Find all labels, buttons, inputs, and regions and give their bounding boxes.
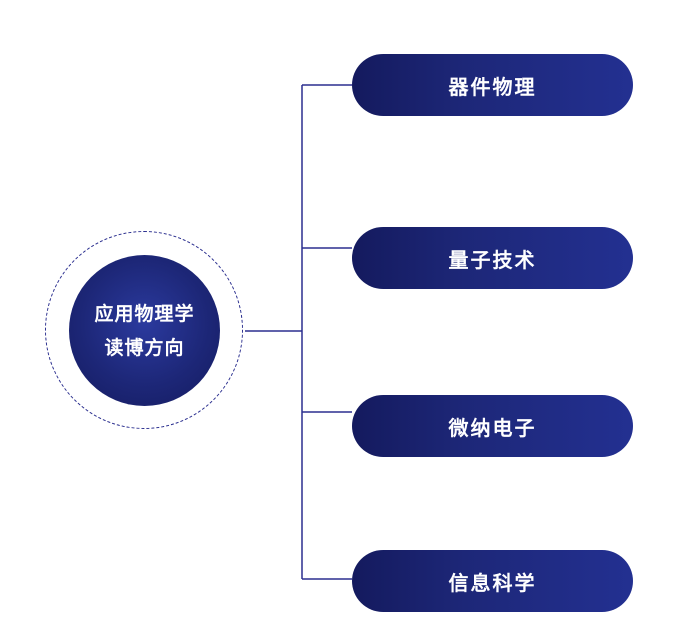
center-title-line-1: 应用物理学 <box>94 302 195 325</box>
branch-label: 量子技术 <box>448 247 537 272</box>
branch-node-device-physics: 器件物理 <box>352 54 633 116</box>
center-disc: 应用物理学 读博方向 <box>69 255 220 406</box>
center-dashed-ring <box>45 231 243 429</box>
branch-label: 微纳电子 <box>448 415 537 440</box>
branch-label: 器件物理 <box>448 74 537 99</box>
center-title-line-2: 读博方向 <box>104 336 185 359</box>
branch-node-micro-nano-electronics: 微纳电子 <box>352 395 633 457</box>
center-node: 应用物理学 读博方向 <box>45 231 245 431</box>
branch-node-information-science: 信息科学 <box>352 550 633 612</box>
branch-node-quantum-technology: 量子技术 <box>352 227 633 289</box>
branch-label: 信息科学 <box>448 570 537 595</box>
